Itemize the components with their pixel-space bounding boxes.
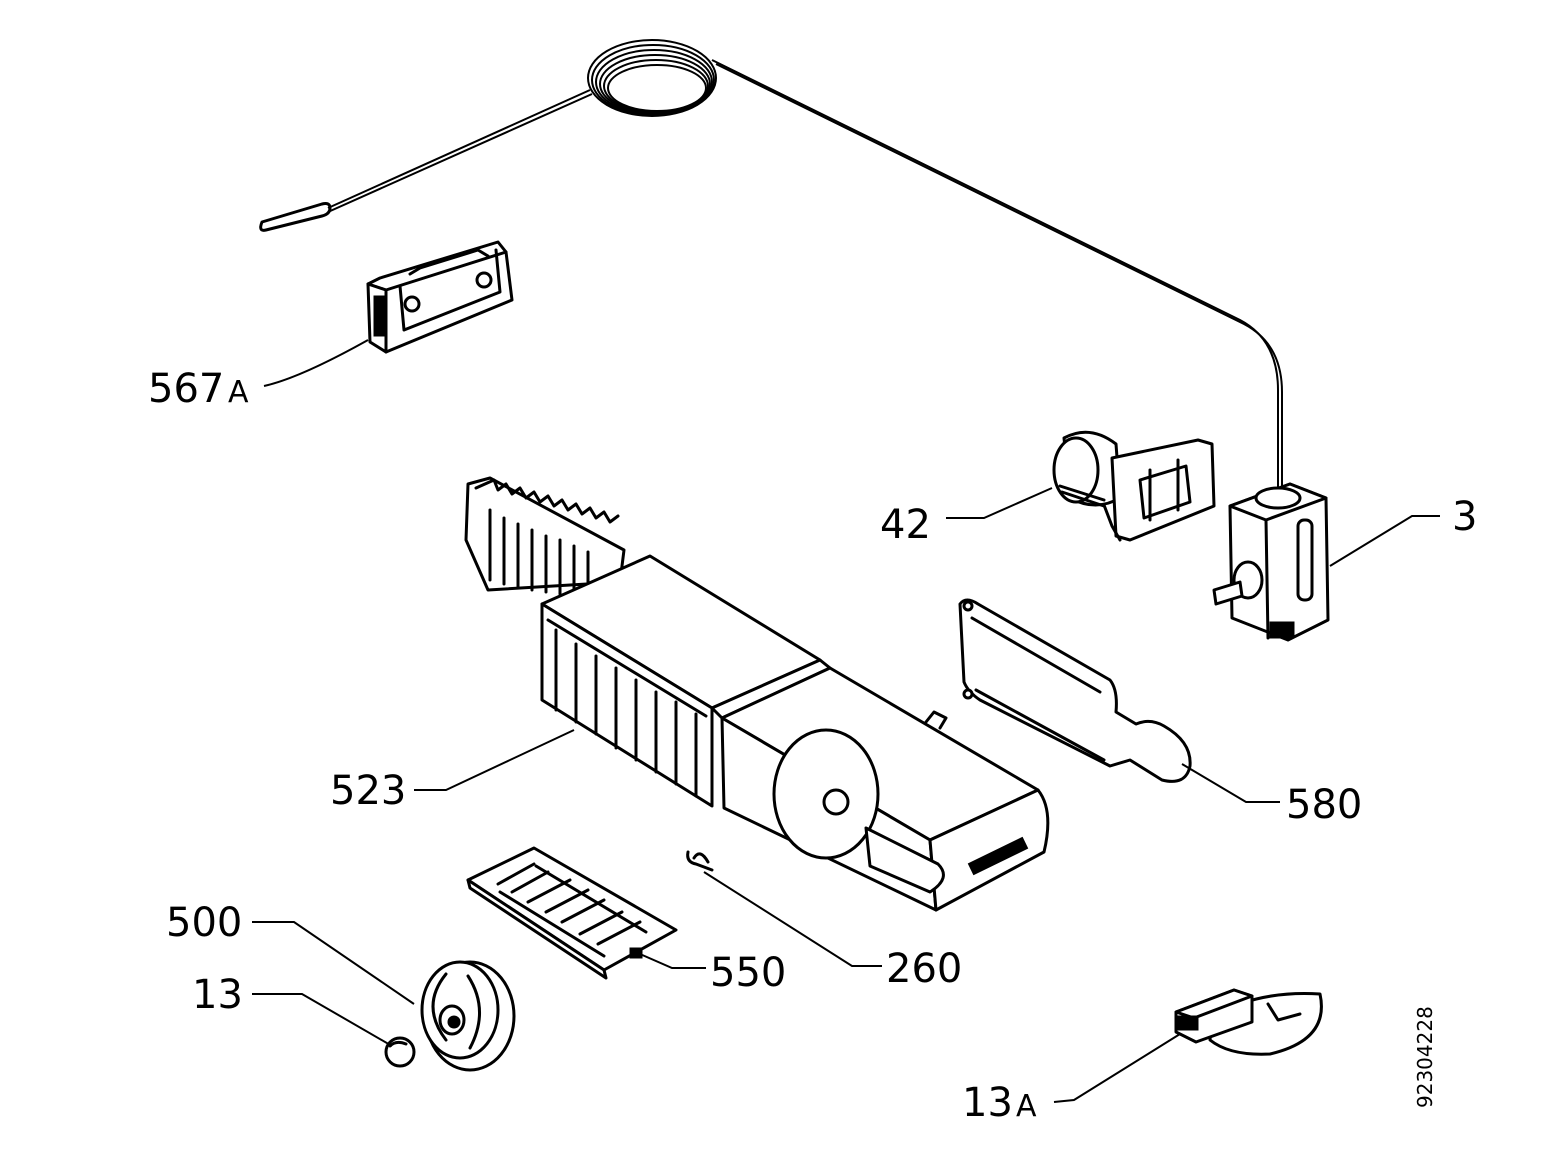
label-500: 500 <box>166 900 242 946</box>
part-13a-switch <box>1174 988 1323 1056</box>
label-523: 523 <box>330 768 406 814</box>
part-3-thermostat <box>1212 482 1330 642</box>
label-13: 13 <box>192 972 243 1018</box>
label-567a-suffix: A <box>228 375 249 410</box>
label-567a: 567 <box>148 366 224 412</box>
part-labels: 567 A 42 3 523 580 500 13 550 260 13 A <box>148 366 1477 1126</box>
document-number: 92304228 <box>1413 1006 1437 1108</box>
part-567a-bracket <box>366 240 514 354</box>
capillary-tube <box>259 39 1283 490</box>
part-13-ball <box>384 1036 416 1068</box>
label-13a: 13 <box>962 1080 1013 1126</box>
label-13a-suffix: A <box>1016 1089 1037 1124</box>
part-550-grille <box>466 846 678 980</box>
part-42-lamp-holder <box>1052 430 1216 542</box>
part-260-clip <box>686 850 714 872</box>
leader-lines <box>252 339 1440 1103</box>
label-580: 580 <box>1286 782 1362 828</box>
label-260: 260 <box>886 946 962 992</box>
part-523-housing <box>464 476 1050 912</box>
label-42: 42 <box>880 502 931 548</box>
part-580-cover <box>958 598 1192 783</box>
part-500-knob <box>420 960 516 1072</box>
label-550: 550 <box>710 950 786 996</box>
label-3: 3 <box>1452 494 1477 540</box>
